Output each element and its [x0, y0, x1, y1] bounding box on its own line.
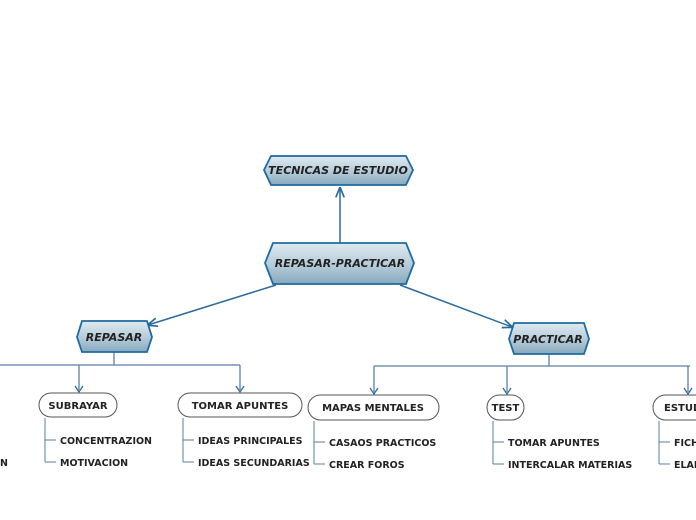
test-leaf-lines [492, 421, 504, 465]
tomar-apuntes-leaf: IDEAS SECUNDARIAS [198, 458, 310, 469]
tomar-apuntes-node[interactable]: TOMAR APUNTES [177, 392, 303, 418]
estud-leaf: ELAB [674, 460, 696, 471]
connector-center-to-repasar [148, 284, 277, 325]
test-label: TEST [492, 403, 520, 414]
estud-label: ESTUD [664, 403, 696, 414]
root-label: TECNICAS DE ESTUDIO [268, 164, 408, 177]
repasar-node[interactable]: REPASAR [76, 320, 153, 353]
test-node[interactable]: TEST [486, 394, 525, 421]
tomar-apuntes-leaf: IDEAS PRINCIPALES [198, 436, 303, 447]
repasar-label: REPASAR [86, 331, 142, 344]
repasar-branch-arrows [74, 385, 245, 394]
mapas-mentales-label: MAPAS MENTALES [322, 403, 424, 414]
practicar-branch-lines [373, 354, 690, 392]
tomar-apuntes-label: TOMAR APUNTES [192, 401, 289, 412]
subrayar-label: SUBRAYAR [48, 401, 107, 412]
root-node[interactable]: TECNICAS DE ESTUDIO [263, 155, 414, 186]
tomar-apuntes-leaf-lines [182, 418, 194, 463]
test-leaf: TOMAR APUNTES [508, 438, 600, 449]
center-label: REPASAR-PRACTICAR [275, 257, 405, 270]
left-cut-leaf: N [0, 458, 8, 469]
subrayar-node[interactable]: SUBRAYAR [38, 392, 118, 418]
center-node[interactable]: REPASAR-PRACTICAR [264, 242, 415, 285]
estud-node[interactable]: ESTUD [652, 394, 696, 421]
mapas-mentales-node[interactable]: MAPAS MENTALES [307, 394, 440, 421]
subrayar-leaf: CONCENTRAZION [60, 436, 152, 447]
repasar-branch-lines [0, 352, 241, 390]
mapas-mentales-leaf: CREAR FOROS [329, 460, 405, 471]
estud-leaf: FICH [674, 438, 696, 449]
estud-leaf-lines [658, 421, 670, 465]
practicar-label: PRACTICAR [513, 333, 582, 346]
subrayar-leaf-lines [44, 418, 56, 463]
mapas-mentales-leaf: CASAOS PRACTICOS [329, 438, 436, 449]
test-leaf: INTERCALAR MATERIAS [508, 460, 632, 471]
connector-center-to-practicar [399, 284, 512, 327]
subrayar-leaf: MOTIVACION [60, 458, 128, 469]
practicar-node[interactable]: PRACTICAR [508, 322, 590, 355]
practicar-branch-arrows [369, 387, 693, 396]
mapas-mentales-leaf-lines [313, 421, 325, 465]
